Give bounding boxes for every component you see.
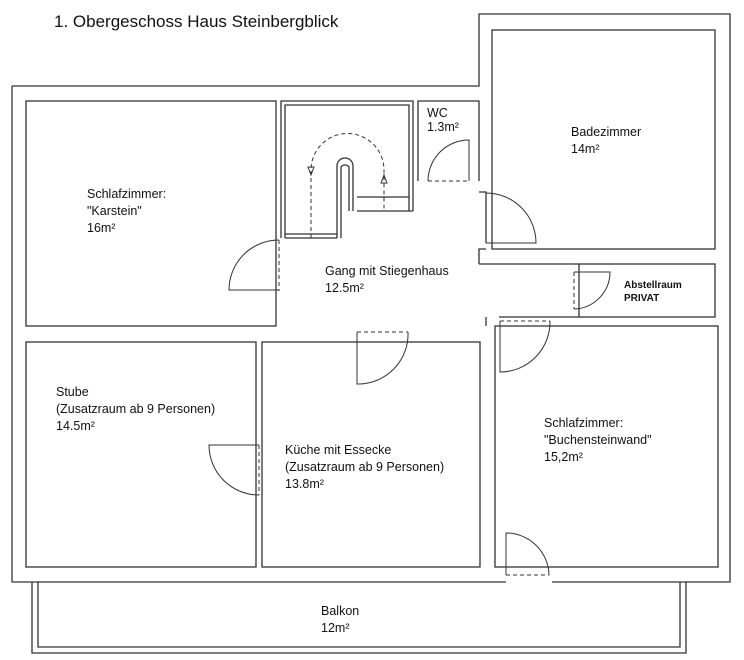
balcony-railing <box>31 582 687 654</box>
plan-title: 1. Obergeschoss Haus Steinbergblick <box>54 12 339 31</box>
room-area: 12m² <box>321 621 350 635</box>
label-schlafzimmer-buchensteinwand: Schlafzimmer: "Buchensteinwand" 15,2m² <box>544 415 652 466</box>
stair-handrail <box>336 157 354 238</box>
room-subtitle: PRIVAT <box>624 293 660 304</box>
label-stube: Stube (Zusatzraum ab 9 Personen) 14.5m² <box>56 384 215 435</box>
room-name: WC <box>427 106 448 120</box>
room-abstellraum <box>578 263 716 318</box>
arrow-head-down <box>307 166 315 177</box>
room-kueche <box>261 341 481 568</box>
label-kueche: Küche mit Essecke (Zusatzraum ab 9 Perso… <box>285 442 444 493</box>
room-area: 14m² <box>571 142 600 156</box>
room-area: 15,2m² <box>544 450 583 464</box>
label-badezimmer: Badezimmer 14m² <box>571 124 641 158</box>
room-stube <box>25 341 257 568</box>
door-badezimmer <box>485 192 537 244</box>
room-area: 16m² <box>87 221 116 235</box>
stair-enclosure <box>280 100 414 239</box>
room-schlafzimmer-buchensteinwand <box>494 325 719 568</box>
stair-direction-arrow <box>310 133 385 238</box>
door-abstellraum <box>573 271 611 310</box>
room-subtitle: "Buchensteinwand" <box>544 433 652 447</box>
room-subtitle: "Karstein" <box>87 204 142 218</box>
door-wc <box>427 139 470 182</box>
room-area: 1.3m² <box>427 120 459 134</box>
door-kueche <box>356 331 409 385</box>
label-schlafzimmer-karstein: Schlafzimmer: "Karstein" 16m² <box>87 186 166 237</box>
room-name: Gang mit Stiegenhaus <box>325 264 449 278</box>
label-gang: Gang mit Stiegenhaus 12.5m² <box>325 263 449 297</box>
room-name: Abstellraum <box>624 280 682 291</box>
room-name: Schlafzimmer: <box>544 416 624 430</box>
room-name: Schlafzimmer: <box>87 187 167 201</box>
room-name: Stube <box>56 385 89 399</box>
room-name: Küche mit Essecke <box>285 443 392 457</box>
door-stube <box>208 444 260 496</box>
room-name: Badezimmer <box>571 125 642 139</box>
door-balkon <box>505 532 550 576</box>
room-schlafzimmer-karstein <box>25 100 277 327</box>
room-area: 14.5m² <box>56 419 95 433</box>
arrow-head-up <box>380 173 388 184</box>
room-subtitle: (Zusatzraum ab 9 Personen) <box>56 402 216 416</box>
door-karstein <box>228 239 280 291</box>
room-area: 13.8m² <box>285 477 324 491</box>
gang-wall-right <box>478 191 579 326</box>
label-wc: WC 1.3m² <box>427 106 459 134</box>
room-area: 12.5m² <box>325 281 364 295</box>
room-subtitle: (Zusatzraum ab 9 Personen) <box>285 460 445 474</box>
label-abstellraum: Abstellraum PRIVAT <box>624 279 682 305</box>
room-name: Balkon <box>321 604 360 618</box>
label-balkon: Balkon 12m² <box>321 603 359 637</box>
room-wc <box>417 100 480 181</box>
door-buchensteinwand <box>499 320 551 373</box>
room-badezimmer <box>491 29 716 250</box>
outer-wall <box>11 13 731 583</box>
